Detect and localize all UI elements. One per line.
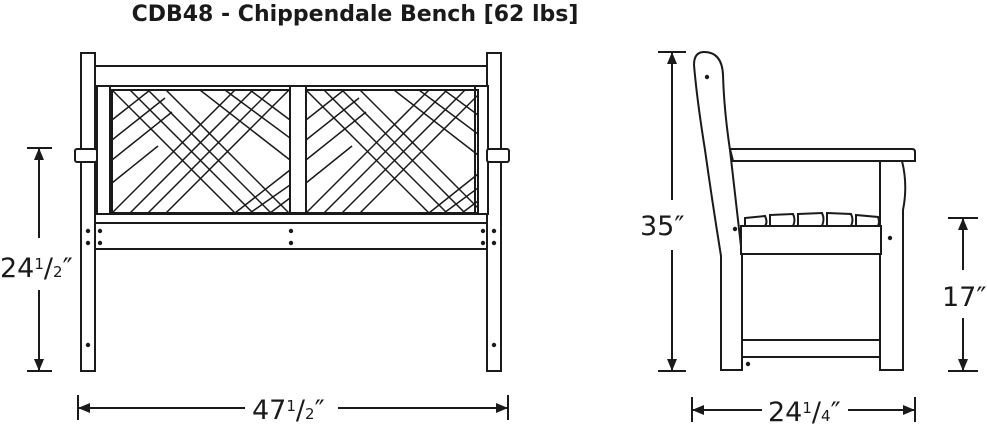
dimension-side-seat-height — [948, 217, 978, 372]
front-seat-edge — [94, 213, 488, 224]
front-bolts — [85, 228, 497, 348]
side-bolts — [704, 74, 893, 367]
dimension-side-depth — [691, 397, 916, 422]
front-center-divider — [289, 85, 307, 215]
side-armrest — [728, 148, 916, 162]
dimension-side-total-height — [658, 51, 686, 372]
lattice-pattern-left — [112, 90, 290, 213]
dimension-label-front-seat-height: 241/2″ — [0, 253, 73, 284]
dimension-label-side-seat-height: 17″ — [942, 282, 986, 313]
front-left-leg — [80, 52, 96, 372]
front-view — [74, 52, 510, 372]
side-back-leg — [692, 50, 743, 371]
dimension-front-width — [77, 395, 509, 420]
front-top-rail — [94, 65, 488, 87]
dimension-label-front-width: 471/2″ — [252, 395, 325, 426]
page-title: CDB48 - Chippendale Bench [62 lbs] — [131, 2, 579, 27]
front-right-back-post — [474, 85, 489, 215]
side-front-leg — [879, 160, 907, 371]
front-right-leg — [486, 52, 502, 372]
lattice-pattern-right — [306, 90, 478, 213]
side-view — [692, 50, 916, 371]
front-left-back-post — [96, 85, 111, 215]
front-left-armrest — [74, 148, 98, 163]
front-right-armrest — [486, 148, 510, 163]
side-lower-stretcher — [741, 339, 881, 358]
lattice-panel-left — [111, 89, 291, 214]
dimension-label-side-total-height: 35″ — [640, 211, 684, 242]
dimension-label-side-depth: 241/4″ — [768, 397, 841, 428]
side-seat-support — [740, 225, 882, 255]
side-seat-slats — [744, 211, 880, 227]
dimension-front-seat-height — [27, 147, 52, 372]
